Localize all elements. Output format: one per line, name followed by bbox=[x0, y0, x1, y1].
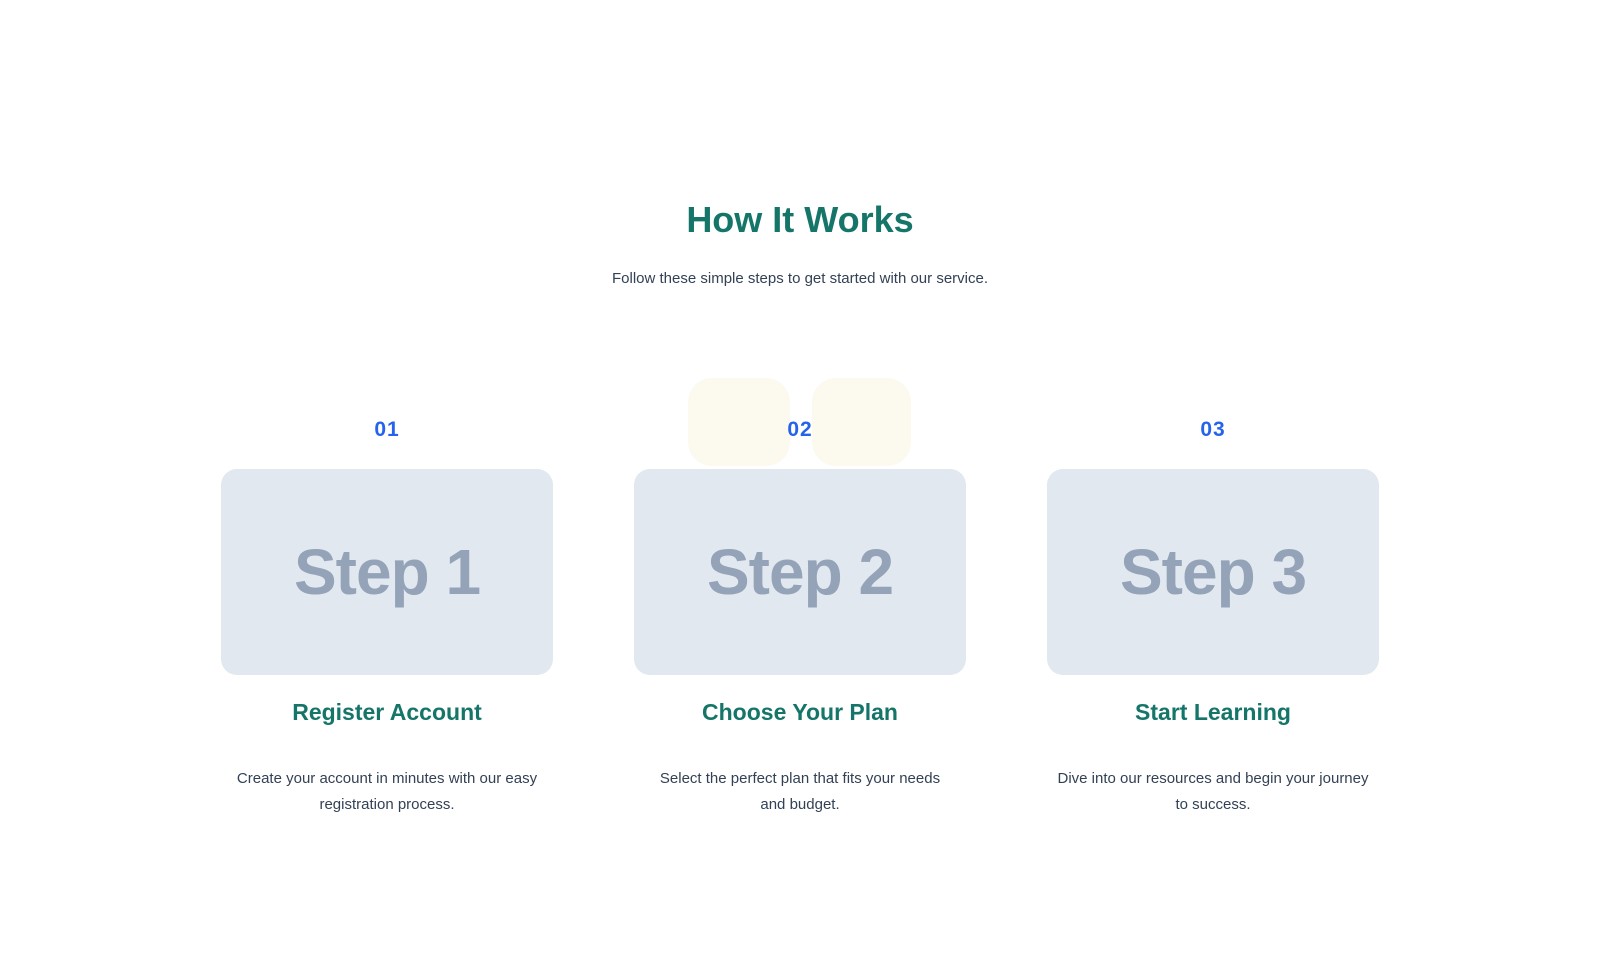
steps-row: 01 Step 1 Register Account Create your a… bbox=[221, 378, 1379, 818]
step-placeholder-image: Step 3 bbox=[1047, 469, 1379, 675]
step-card-3: 03 Step 3 Start Learning Dive into our r… bbox=[1047, 415, 1379, 818]
step-number: 01 bbox=[374, 418, 400, 441]
step-description: Create your account in minutes with our … bbox=[236, 770, 538, 813]
placeholder-label: Step 3 bbox=[1119, 536, 1307, 608]
section-title: How It Works bbox=[686, 199, 914, 240]
decorative-cream-rect-left bbox=[688, 378, 790, 466]
step-description: Dive into our resources and begin your j… bbox=[1057, 770, 1369, 813]
step-title: Register Account bbox=[292, 699, 482, 725]
decorative-cream-rect-right bbox=[812, 378, 911, 466]
step-description: Select the perfect plan that fits your n… bbox=[659, 770, 941, 813]
section-subtitle: Follow these simple steps to get started… bbox=[612, 270, 988, 287]
step-placeholder-image: Step 1 bbox=[221, 469, 553, 675]
step-title: Start Learning bbox=[1135, 699, 1291, 725]
placeholder-label: Step 2 bbox=[706, 536, 894, 608]
step-title: Choose Your Plan bbox=[702, 699, 898, 725]
how-it-works-section: How It Works Follow these simple steps t… bbox=[221, 199, 1379, 818]
step-number: 03 bbox=[1200, 418, 1226, 441]
step-placeholder-image: Step 2 bbox=[634, 469, 966, 675]
step-card-1: 01 Step 1 Register Account Create your a… bbox=[221, 415, 553, 818]
placeholder-label: Step 1 bbox=[293, 536, 481, 608]
step-number: 02 bbox=[787, 418, 813, 441]
step-card-2: 02 Step 2 Choose Your Plan Select the pe… bbox=[634, 415, 966, 818]
